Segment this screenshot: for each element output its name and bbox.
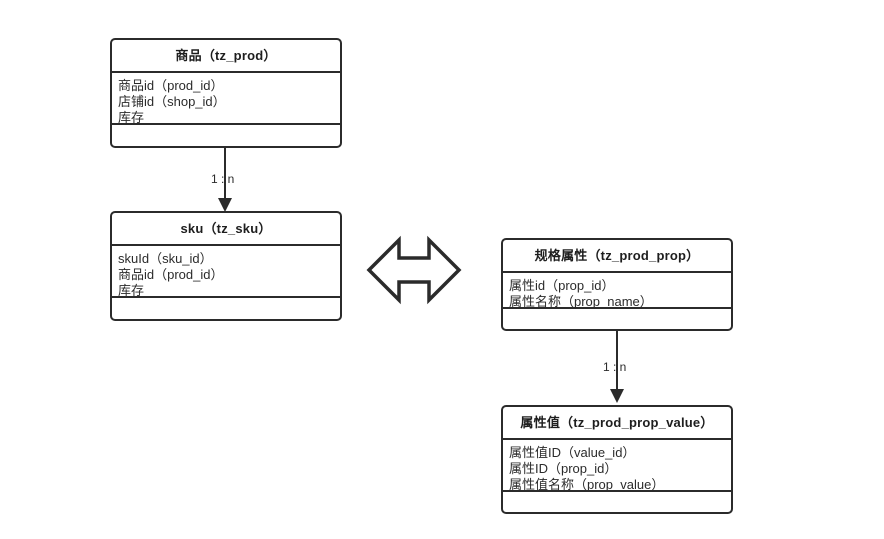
- entity-attribute: 属性id（prop_id）: [509, 278, 615, 293]
- entity-attribute: skuId（sku_id）: [118, 251, 213, 266]
- entity-attribute: 库存: [118, 283, 145, 298]
- entity-attribute: 属性名称（prop_name）: [509, 294, 653, 309]
- relation-line: [616, 331, 618, 391]
- entity-attributes: skuId（sku_id） 商品id（prod_id） 库存: [112, 246, 340, 298]
- relation-arrowhead: [610, 389, 624, 403]
- entity-attribute: 属性值ID（value_id）: [509, 445, 636, 460]
- relation-prop-to-prop-value: 1 : n: [592, 331, 682, 407]
- entity-title: 商品（tz_prod）: [112, 40, 340, 73]
- entity-box-tz-prod-prop[interactable]: 规格属性（tz_prod_prop） 属性id（prop_id） 属性名称（pr…: [501, 238, 733, 331]
- entity-methods: [503, 492, 731, 502]
- relation-label: 1 : n: [603, 360, 627, 374]
- relation-label: 1 : n: [211, 172, 235, 186]
- entity-attribute: 商品id（prod_id）: [118, 78, 224, 93]
- double-arrow-horizontal-icon: [366, 234, 462, 306]
- relation-prod-to-sku: 1 : n: [200, 148, 290, 212]
- entity-box-tz-prod-prop-value[interactable]: 属性值（tz_prod_prop_value） 属性值ID（value_id） …: [501, 405, 733, 514]
- entity-attributes: 商品id（prod_id） 店铺id（shop_id） 库存: [112, 73, 340, 125]
- entity-attribute: 商品id（prod_id）: [118, 267, 224, 282]
- relation-arrowhead: [218, 198, 232, 212]
- entity-attribute: 属性值名称（prop_value）: [509, 477, 665, 492]
- entity-title: 属性值（tz_prod_prop_value）: [503, 407, 731, 440]
- relation-line: [224, 148, 226, 200]
- entity-box-tz-prod[interactable]: 商品（tz_prod） 商品id（prod_id） 店铺id（shop_id） …: [110, 38, 342, 148]
- entity-methods: [503, 309, 731, 319]
- entity-attributes: 属性值ID（value_id） 属性ID（prop_id） 属性值名称（prop…: [503, 440, 731, 492]
- entity-box-tz-sku[interactable]: sku（tz_sku） skuId（sku_id） 商品id（prod_id） …: [110, 211, 342, 321]
- entity-title: sku（tz_sku）: [112, 213, 340, 246]
- entity-attribute: 店铺id（shop_id）: [118, 94, 226, 109]
- entity-title: 规格属性（tz_prod_prop）: [503, 240, 731, 273]
- entity-methods: [112, 298, 340, 308]
- double-arrow-svg: [366, 235, 462, 305]
- entity-attribute: 库存: [118, 110, 145, 125]
- entity-attribute: 属性ID（prop_id）: [509, 461, 618, 476]
- entity-methods: [112, 125, 340, 135]
- entity-attributes: 属性id（prop_id） 属性名称（prop_name）: [503, 273, 731, 309]
